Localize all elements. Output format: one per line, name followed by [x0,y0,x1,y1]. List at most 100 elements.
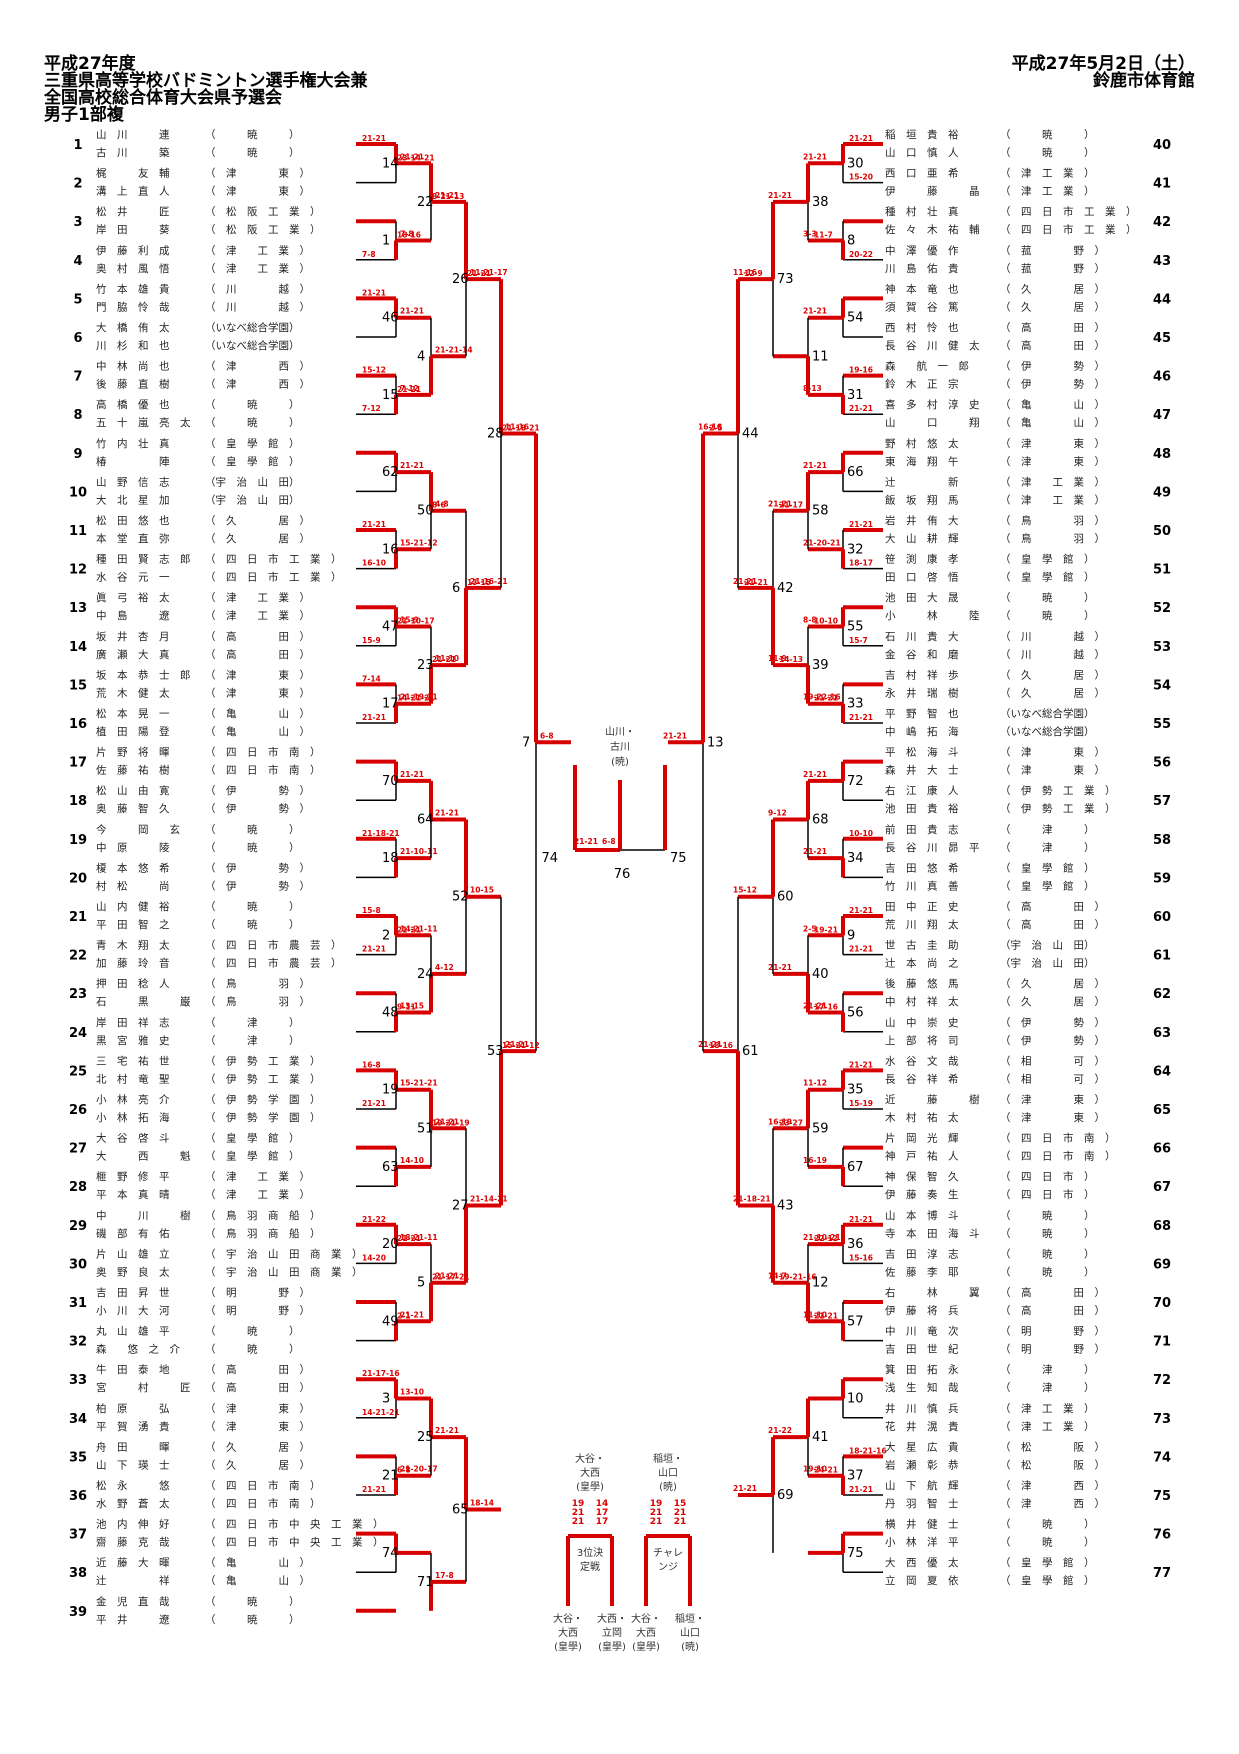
player-name: 石 黒 巌 [96,996,191,1008]
school-name: （ 津 工 業 ） [205,1188,310,1201]
match-score: 10-15 [470,886,494,895]
player-name: 平 井 遼 [96,1613,170,1626]
third-place-left-team: (皇學) [554,1640,582,1653]
player-name: 荒 木 健 太 [96,686,170,699]
player-name: 神 戸 祐 人 [885,1150,959,1163]
entry-number: 63 [1153,1026,1171,1041]
player-name: 吉 田 世 紀 [885,1343,959,1356]
set-score: 10-10 [849,829,873,838]
player-name: 中 川 樹 [96,1209,191,1222]
school-name: （ 暁 ） [205,824,300,836]
match-score: 16-19 [803,1156,827,1165]
entry-number: 1 [73,138,82,153]
match-number: 15 [382,388,399,403]
school-name: （ 四 日 市 工 業 ） [1000,205,1137,218]
set-score: 15-7 [849,636,868,645]
match-number: 61 [742,1044,759,1059]
match-score: 6-8 [540,731,554,740]
player-name: 村 松 尚 [96,879,170,892]
school-name: （ 伊 勢 ） [1000,1034,1105,1047]
school-name: （ 皇 學 館 ） [1000,879,1095,892]
match-score: 15-12 [733,886,757,895]
match-score: 21-21 [803,461,827,470]
entry-number: 38 [69,1566,87,1581]
school-name: （ 松 阪 ） [1000,1458,1105,1471]
third-place-team: 大谷・ [575,1452,605,1465]
set-score: 23-27 [779,1118,803,1127]
set-score: 21-21 [362,945,386,954]
player-name: 辻 祥 [96,1574,170,1587]
match-number: 60 [777,890,794,905]
player-name: 五 十 嵐 亮 太 [96,416,191,429]
school-name: （ 久 居 ） [1000,978,1105,990]
final-match-number: 76 [614,867,631,882]
school-name: （ 津 工 業 ） [1000,1402,1095,1415]
player-name: 中 澤 優 作 [885,244,959,257]
school-name: （ 津 東 ） [1000,1093,1105,1106]
player-name: 山 本 博 斗 [885,1209,959,1222]
school-name: （ 高 田 ） [1000,1304,1105,1317]
tournament-date: 平成27年5月2日（土） [1011,54,1195,74]
match-score: 21-21 [400,1310,424,1319]
set-score: 21-21 [362,134,386,143]
school-name: （ 四 日 市 工 業 ） [205,553,342,566]
school-name: （ 久 居 ） [1000,669,1105,681]
match-number: 5 [417,1276,425,1291]
set-score: 21-21 [849,906,873,915]
set-score: 11-7 [814,231,833,240]
school-name: （ 四 日 市 中 央 工 業 ） [205,1536,384,1549]
entry-number: 16 [69,717,87,732]
set-score: 16-8 [362,1060,381,1069]
set-score: 14-21-21 [397,694,435,703]
entry-number: 4 [73,254,82,269]
match-score: 11-9 [768,654,787,663]
third-place-left-team: 大西 [558,1626,578,1639]
player-name: 佐 藤 李 耶 [885,1265,959,1278]
set-score: 15-9 [362,636,381,645]
player-name: 田 口 啓 悟 [885,571,959,584]
match-number: 50 [417,504,434,519]
match-score: 11-10 [803,1310,827,1319]
school-name: （ 暁 ） [1000,129,1095,141]
match-score: 21-21 [400,307,424,316]
match-score: 4-8 [435,500,449,509]
entry-number: 50 [1153,524,1171,539]
player-name: 山 野 信 志 [96,475,170,488]
player-name: 井 川 慎 兵 [885,1402,959,1415]
player-name: 岩 瀬 彰 恭 [885,1458,959,1471]
player-name: 今 岡 玄 [96,823,180,836]
school-name: （ 暁 ） [1000,147,1095,159]
school-name: （ 高 田 ） [1000,918,1105,931]
third-place-set-score: 17 [596,1517,609,1527]
player-name: 舟 田 暉 [96,1440,170,1453]
player-name: 水 谷 文 哉 [885,1054,959,1067]
entry-number: 51 [1153,563,1171,578]
entry-number: 55 [1153,717,1171,732]
school-name: （ 暁 ） [1000,1519,1095,1531]
player-name: 柏 原 弘 [96,1402,170,1415]
entry-number: 67 [1153,1180,1171,1195]
school-name: （ 四 日 市 工 業 ） [1000,223,1137,236]
school-name: （ 津 西 ） [1000,1480,1105,1492]
challenge-label: チャレ [653,1547,683,1559]
school-name: （宇 治 山 田） [205,493,300,506]
third-place-set-score: 17 [596,1508,609,1518]
entry-number: 71 [1153,1335,1171,1350]
player-name: 平 田 智 之 [96,918,170,931]
school-name: （ 伊 勢 ） [205,879,310,892]
player-name: 前 田 貴 志 [885,823,959,836]
entry-number: 70 [1153,1296,1171,1311]
entry-number: 6 [73,331,82,346]
school-name: （ 皇 學 館 ） [205,455,300,468]
set-score: 15-12 [362,366,386,375]
school-name: （ 津 工 業 ） [1000,475,1105,488]
entry-number: 66 [1153,1142,1171,1157]
match-score: 21-18-21 [733,1195,771,1204]
semi-match-number: 74 [541,851,558,866]
match-number: 1 [382,234,390,249]
school-name: （ 久 居 ） [1000,301,1105,313]
match-score: 16-19 [768,1117,792,1126]
school-name: （ 菰 野 ） [1000,263,1105,275]
entry-number: 57 [1153,794,1171,809]
school-name: （ 皇 學 館 ） [1000,1556,1095,1569]
